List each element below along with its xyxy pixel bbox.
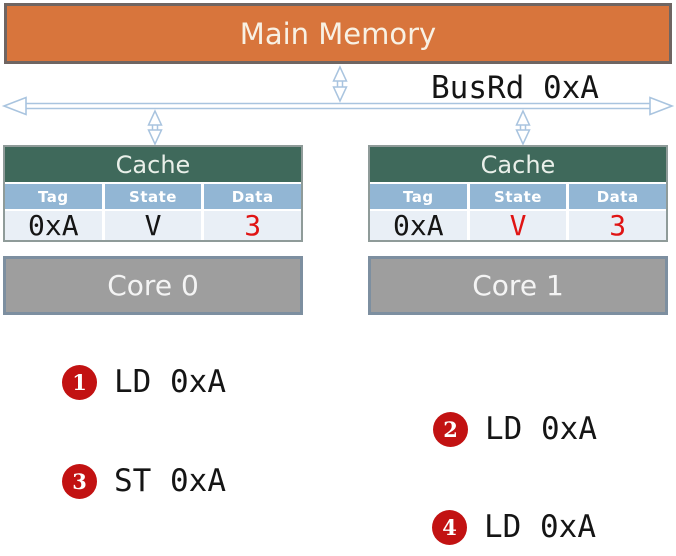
step-3: 3 ST 0xA: [62, 463, 226, 499]
cache1-cell-data: 3: [569, 211, 666, 240]
cache1-title: Cache: [370, 147, 666, 184]
cache0-title: Cache: [5, 147, 301, 184]
cache0-cell-data: 3: [204, 211, 301, 240]
step-1-badge: 1: [62, 364, 97, 400]
core1-label: Core 1: [472, 269, 564, 302]
step-1-label: LD 0xA: [114, 364, 226, 400]
cache1-table: Tag State Data 0xA V 3: [370, 184, 666, 240]
cache1-cell-tag: 0xA: [370, 211, 467, 240]
cache1-col-header-tag: Tag: [370, 184, 467, 209]
bus-cache0-connector-icon: [147, 109, 163, 146]
step-4: 4 LD 0xA: [432, 509, 596, 545]
cache0-cell-state: V: [104, 211, 202, 240]
step-3-badge: 3: [62, 463, 97, 499]
step-4-label: LD 0xA: [484, 509, 596, 545]
step-2-label: LD 0xA: [485, 411, 597, 447]
step-1: 1 LD 0xA: [62, 364, 226, 400]
cache0-col-header-state: State: [104, 184, 202, 209]
cache1-col-header-data: Data: [569, 184, 666, 209]
core0-label: Core 0: [107, 269, 199, 302]
main-memory-label: Main Memory: [239, 16, 437, 51]
cache0-cell-tag: 0xA: [5, 211, 102, 240]
cache0-table: Tag State Data 0xA V 3: [5, 184, 301, 240]
cache0-col-header-tag: Tag: [5, 184, 102, 209]
bus-transaction-label: BusRd 0xA: [431, 70, 599, 106]
core0-box: Core 0: [3, 256, 303, 315]
cache0-col-header-data: Data: [204, 184, 301, 209]
main-memory-box: Main Memory: [4, 3, 672, 64]
cache1-col-header-state: State: [469, 184, 567, 209]
memory-bus-connector-icon: [332, 65, 348, 103]
cache1-panel: Cache Tag State Data 0xA V 3: [368, 145, 668, 242]
cache1-cell-state: V: [469, 211, 567, 240]
step-2-badge: 2: [433, 411, 468, 447]
bus-cache1-connector-icon: [515, 109, 531, 146]
cache0-panel: Cache Tag State Data 0xA V 3: [3, 145, 303, 242]
step-2: 2 LD 0xA: [433, 411, 597, 447]
core1-box: Core 1: [368, 256, 668, 315]
step-3-label: ST 0xA: [114, 463, 226, 499]
step-4-badge: 4: [432, 509, 467, 545]
